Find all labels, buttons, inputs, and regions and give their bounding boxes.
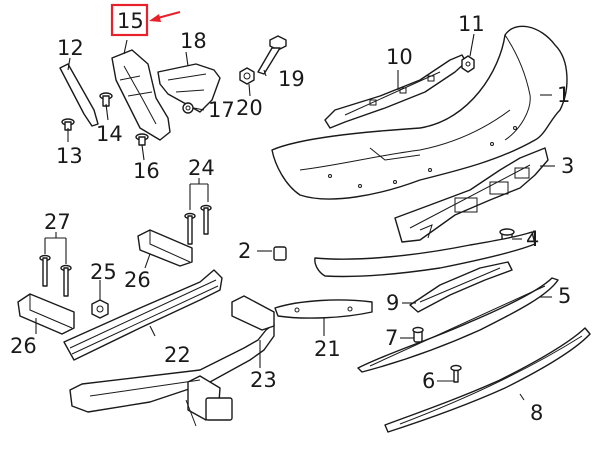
callout-27: 27 (44, 210, 71, 234)
bracket-26-lower (17, 293, 75, 335)
bracket-18 (157, 63, 221, 113)
callout-1: 1 (557, 83, 570, 107)
callout-10: 10 (386, 45, 413, 69)
energy-absorber (394, 147, 549, 243)
lower-panel (314, 231, 536, 278)
diffuser-8 (384, 327, 591, 433)
callout-labels: 15 12 18 11 10 19 1 20 17 14 13 16 3 24 … (10, 9, 574, 425)
highlight-15 (110, 3, 181, 37)
callout-15: 15 (117, 9, 144, 33)
callout-19: 19 (278, 67, 305, 91)
nut-20 (239, 67, 255, 85)
callout-25: 25 (90, 260, 117, 284)
callout-24: 24 (188, 156, 215, 180)
reflector-21 (274, 299, 373, 319)
sensor-bracket-2 (273, 246, 287, 261)
callout-21: 21 (314, 337, 341, 361)
bolts-24 (184, 204, 212, 245)
clip-14 (99, 92, 113, 107)
callout-26-upper: 26 (124, 268, 151, 292)
highlight-box (110, 3, 149, 37)
reinforcement-bar-22 (63, 269, 223, 361)
callout-2: 2 (238, 239, 251, 263)
side-bracket-15 (111, 49, 171, 141)
callout-17: 17 (208, 98, 235, 122)
callout-9: 9 (386, 291, 399, 315)
callout-13: 13 (56, 144, 83, 168)
nut-11 (461, 55, 475, 73)
callout-3: 3 (561, 154, 574, 178)
bolt-19 (257, 35, 287, 75)
callout-8: 8 (530, 401, 543, 425)
callout-7: 7 (385, 326, 398, 350)
callout-6: 6 (422, 369, 435, 393)
callout-14: 14 (96, 122, 123, 146)
callout-26-lower: 26 (10, 334, 37, 358)
callout-16: 16 (133, 159, 160, 183)
pin-7 (412, 326, 424, 343)
callout-4: 4 (526, 227, 539, 251)
screw-6 (450, 364, 462, 383)
leader-lines (35, 33, 555, 401)
callout-5: 5 (558, 284, 571, 308)
callout-11: 11 (458, 12, 485, 36)
bumper-cover (271, 25, 568, 200)
callout-18: 18 (180, 29, 207, 53)
bracket-26-upper (137, 229, 193, 267)
reflector-9 (409, 261, 513, 313)
screw-16 (135, 133, 149, 146)
nut-17 (182, 102, 194, 114)
trim-strip-5 (357, 277, 559, 373)
tow-hitch-23 (69, 295, 275, 427)
callout-22: 22 (164, 343, 191, 367)
bolts-27 (39, 254, 72, 297)
bracket-12 (59, 63, 99, 127)
callout-20: 20 (236, 96, 263, 120)
highlight-arrow-head (149, 14, 161, 22)
callout-23: 23 (250, 368, 277, 392)
callout-12: 12 (57, 36, 84, 60)
nut-25 (91, 299, 109, 319)
